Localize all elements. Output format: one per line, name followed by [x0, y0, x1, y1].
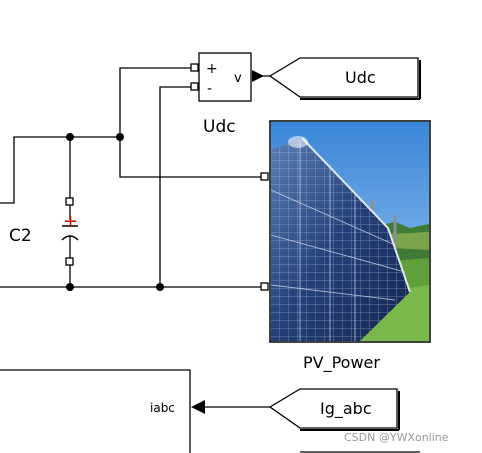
measurement-input-arrow	[191, 400, 205, 414]
wire-sensor-plus	[119, 67, 194, 137]
measurement-block[interactable]: iabc	[0, 369, 205, 453]
from-tag-ig-abc[interactable]: Ig_abc	[268, 388, 400, 431]
voltage-sensor-name: Udc	[203, 117, 236, 137]
voltage-sensor-block[interactable]: + - v Udc	[190, 52, 264, 137]
watermark: CSDN @YWXonline	[344, 431, 449, 444]
capacitor-plus-sign: +	[63, 211, 78, 232]
wire-to-pv-top	[119, 137, 264, 178]
goto-tag-udc-label: Udc	[345, 68, 376, 87]
sensor-output-label: v	[234, 71, 242, 86]
solar-panel-image	[271, 122, 429, 341]
sensor-port-plus[interactable]	[190, 63, 199, 72]
sensor-minus-label: -	[207, 81, 212, 97]
pv-port-negative[interactable]	[260, 282, 269, 291]
sensor-output-arrow	[252, 70, 264, 82]
from-tag-ig-abc-label: Ig_abc	[320, 399, 372, 419]
pv-power-block[interactable]: PV_Power	[260, 120, 431, 373]
junctions	[66, 133, 164, 291]
capacitor-c2-block[interactable]: + C2	[9, 197, 79, 266]
capacitor-port-bottom[interactable]	[65, 257, 74, 266]
junction-dot	[66, 133, 74, 141]
goto-tag-udc[interactable]: Udc	[268, 57, 421, 100]
junction-dot	[156, 283, 164, 291]
sensor-plus-label: +	[206, 61, 218, 77]
wire-left-top	[0, 136, 120, 204]
pv-block-name: PV_Power	[303, 353, 380, 373]
measurement-input-label: iabc	[150, 401, 175, 415]
capacitor-name: C2	[9, 226, 32, 246]
capacitor-port-top[interactable]	[65, 197, 74, 206]
junction-dot	[116, 133, 124, 141]
wire-sensor-minus	[159, 86, 194, 287]
sensor-port-minus[interactable]	[190, 82, 199, 91]
junction-dot	[66, 283, 74, 291]
pv-port-positive[interactable]	[260, 172, 269, 181]
